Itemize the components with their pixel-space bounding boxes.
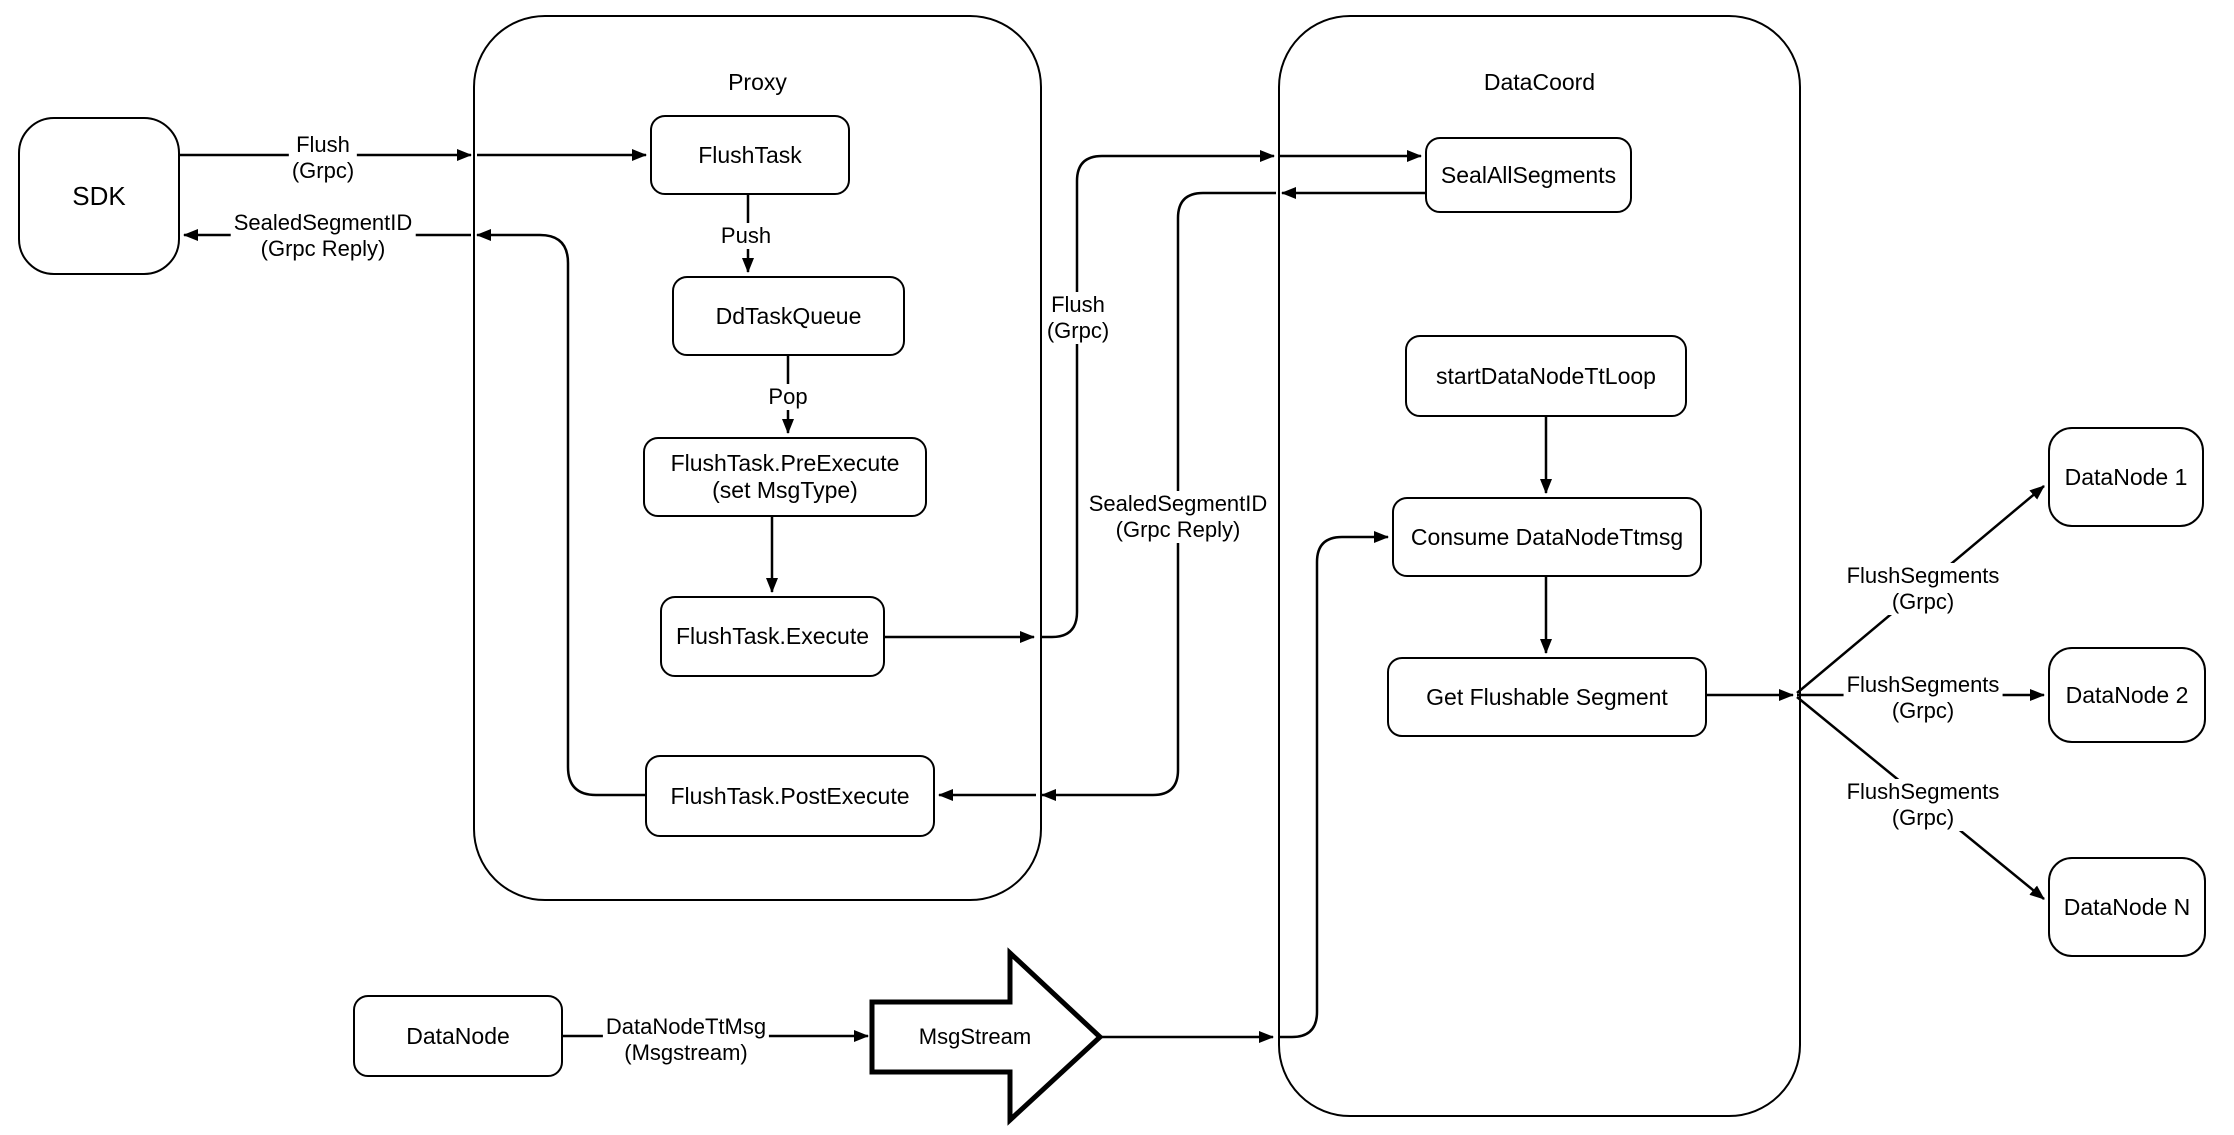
label-flushsegments-2: FlushSegments (Grpc) bbox=[1843, 672, 2003, 724]
msgstream-block-arrow-shape bbox=[869, 947, 1104, 1126]
node-consume-datanodettmsg: Consume DataNodeTtmsg bbox=[1392, 497, 1702, 577]
label-sealedsegmentid-mid: SealedSegmentID (Grpc Reply) bbox=[1085, 491, 1271, 543]
node-startdatanodettloop: startDataNodeTtLoop bbox=[1405, 335, 1687, 417]
edge-postexecute-up-to-proxy-border bbox=[476, 229, 645, 797]
label-flush-grpc-sdk: Flush (Grpc) bbox=[288, 132, 358, 184]
label-flush-grpc-mid: Flush (Grpc) bbox=[1043, 292, 1113, 344]
edge-msgstream-up-to-consume bbox=[1279, 531, 1389, 1039]
node-flushtask: FlushTask bbox=[650, 115, 850, 195]
msgstream-label: MsgStream bbox=[918, 1024, 1032, 1049]
label-sealedsegmentid-sdk: SealedSegmentID (Grpc Reply) bbox=[230, 210, 416, 262]
node-datanode-1: DataNode 1 bbox=[2048, 427, 2204, 527]
node-sdk: SDK bbox=[18, 117, 180, 275]
label-pop: Pop bbox=[765, 384, 811, 410]
node-flushtask-postexecute: FlushTask.PostExecute bbox=[645, 755, 935, 837]
label-flushsegments-3: FlushSegments (Grpc) bbox=[1843, 779, 2003, 831]
proxy-container-title: Proxy bbox=[728, 69, 787, 95]
node-ddtaskqueue: DdTaskQueue bbox=[672, 276, 905, 356]
node-flushtask-execute: FlushTask.Execute bbox=[660, 596, 885, 677]
datacoord-container-title: DataCoord bbox=[1483, 69, 1596, 95]
node-datanode-n: DataNode N bbox=[2048, 857, 2206, 957]
node-datanode: DataNode bbox=[353, 995, 563, 1077]
node-get-flushable-segment: Get Flushable Segment bbox=[1387, 657, 1707, 737]
proxy-container: Proxy bbox=[473, 15, 1042, 901]
node-datanode-2: DataNode 2 bbox=[2048, 647, 2206, 743]
label-flushsegments-1: FlushSegments (Grpc) bbox=[1843, 563, 2003, 615]
edge-flush-grpc-to-datacoord-border bbox=[1040, 150, 1275, 639]
datacoord-container: DataCoord bbox=[1278, 15, 1801, 1117]
node-sealallsegments: SealAllSegments bbox=[1425, 137, 1632, 213]
label-datanodettmsg: DataNodeTtMsg (Msgstream) bbox=[602, 1014, 770, 1066]
node-flushtask-preexecute: FlushTask.PreExecute (set MsgType) bbox=[643, 437, 927, 517]
label-push: Push bbox=[717, 223, 775, 249]
